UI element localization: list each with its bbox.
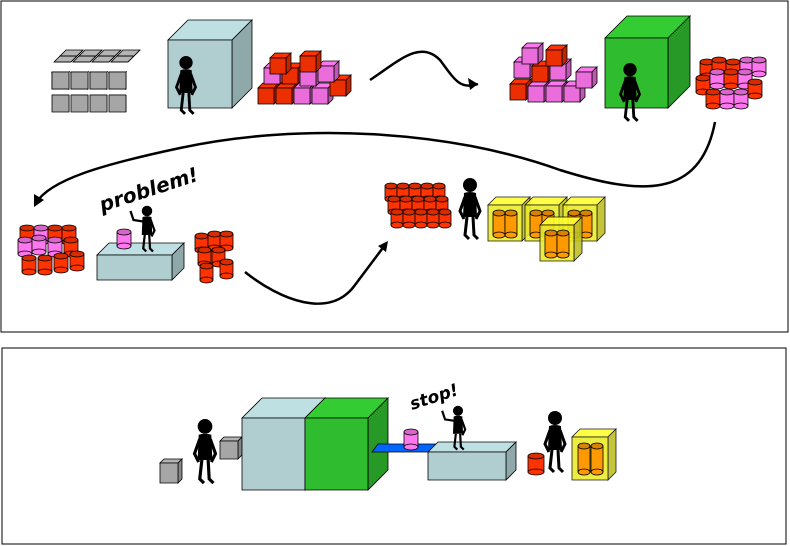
gray-cube (108, 70, 128, 90)
gray-cube (51, 94, 70, 113)
part-cylinder (390, 208, 404, 229)
packed-cylinder (504, 209, 518, 239)
gray-cube (51, 70, 71, 90)
arrowhead-2 (34, 194, 44, 207)
flow-arrow-1 (369, 50, 479, 87)
person-figure (129, 205, 156, 253)
gray-cube (89, 70, 109, 90)
part-cylinder (747, 78, 763, 100)
gray-cube-top (59, 49, 84, 57)
arrowhead-3 (378, 241, 388, 252)
inspection-desk (96, 242, 185, 281)
part-cylinder (199, 262, 214, 284)
gray-cube-top (97, 49, 122, 57)
part-cube (575, 66, 598, 89)
green-machine (304, 397, 389, 491)
gray-cube-top (116, 49, 141, 57)
green-machine (604, 15, 691, 109)
part-cylinder (709, 68, 725, 90)
part-cube (521, 42, 544, 65)
person-figure (543, 411, 567, 474)
part-cube (269, 52, 292, 75)
part-cube (545, 44, 568, 67)
flow-arrow-2 (34, 121, 717, 204)
part-cube (317, 60, 340, 83)
pink-cylinder-on-desk (116, 228, 132, 250)
person-figure (458, 178, 482, 241)
part-cylinder (438, 208, 452, 229)
part-cylinder (751, 56, 767, 78)
packed-cylinder (529, 209, 543, 239)
part-cube (299, 50, 322, 73)
gray-cube (70, 94, 89, 113)
part-cylinder (527, 452, 545, 476)
part-cylinder (219, 258, 234, 280)
packed-cylinder (577, 442, 591, 476)
gray-cube (89, 94, 108, 113)
part-cylinder (402, 208, 416, 229)
part-cylinder (31, 234, 47, 256)
part-cylinder (733, 88, 749, 110)
part-cylinder (69, 250, 85, 272)
person-figure (618, 62, 642, 122)
inspection-desk (427, 441, 517, 481)
part-cube (563, 80, 586, 103)
part-cylinder (705, 88, 721, 110)
part-cylinder (17, 236, 33, 258)
gray-cube (219, 436, 243, 460)
packed-cylinder (590, 442, 604, 476)
part-cylinder (37, 254, 53, 276)
gray-cube (108, 94, 127, 113)
arrowhead-1 (468, 78, 478, 90)
gray-cube-top (78, 49, 103, 57)
packed-cylinder (579, 209, 593, 239)
gray-cube (70, 70, 90, 90)
packed-cylinder (544, 229, 558, 259)
part-cylinder (719, 88, 735, 110)
flow-arrow-3 (244, 244, 386, 305)
packed-cylinder (492, 209, 506, 239)
person-figure (192, 419, 218, 485)
part-cylinder (414, 208, 428, 229)
person-figure (174, 55, 198, 115)
packed-cylinder (556, 229, 570, 259)
part-cylinder (723, 68, 739, 90)
gray-cube (159, 458, 183, 484)
part-cylinder (21, 254, 37, 276)
person-figure (441, 405, 467, 451)
pink-cylinder-on-conveyor (403, 428, 419, 451)
part-cylinder (53, 252, 69, 274)
part-cylinder (426, 208, 440, 229)
